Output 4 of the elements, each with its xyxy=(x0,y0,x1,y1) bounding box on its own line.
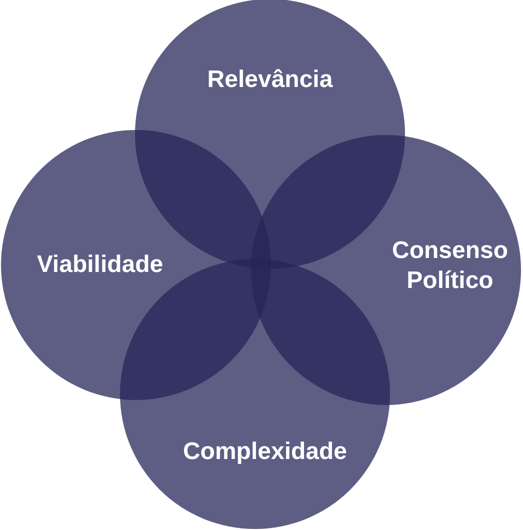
circle-label: Viabilidade xyxy=(36,250,164,280)
circle-label: Consenso Político xyxy=(390,236,509,296)
circle-label: Complexidade xyxy=(182,437,348,467)
circle-label: Relevância xyxy=(206,65,334,95)
